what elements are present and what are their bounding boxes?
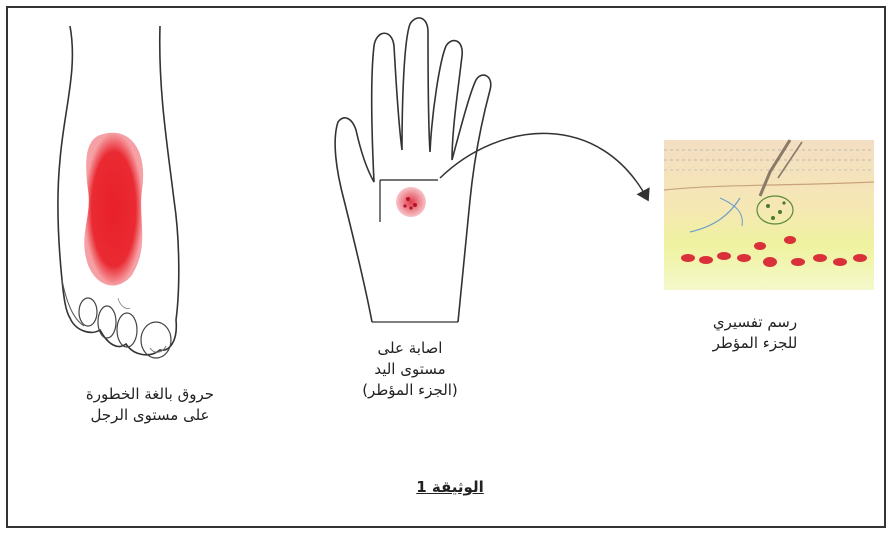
wound-spot — [396, 187, 426, 217]
hand-caption-line-1: اصابة على — [320, 338, 500, 359]
foot-caption: حروق بالغة الخطورة على مستوى الرجل — [40, 384, 260, 426]
hand-caption: اصابة على مستوى اليد (الجزء المؤطر) — [320, 338, 500, 401]
foot-caption-line-1: حروق بالغة الخطورة — [40, 384, 260, 405]
skin-section-illustration — [664, 140, 874, 290]
hand-caption-line-2: مستوى اليد — [320, 359, 500, 380]
zoom-caption-line-2: للجزء المؤطر — [680, 333, 830, 354]
foot-caption-line-2: على مستوى الرجل — [40, 405, 260, 426]
zoom-caption: رسم تفسيري للجزء المؤطر — [680, 312, 830, 354]
hand-caption-line-3: (الجزء المؤطر) — [320, 380, 500, 401]
zoom-caption-line-1: رسم تفسيري — [680, 312, 830, 333]
foot-illustration — [58, 26, 179, 358]
document-label: الوثيقة 1 — [360, 478, 540, 496]
burn-area — [84, 133, 143, 286]
hand-illustration — [335, 18, 491, 322]
